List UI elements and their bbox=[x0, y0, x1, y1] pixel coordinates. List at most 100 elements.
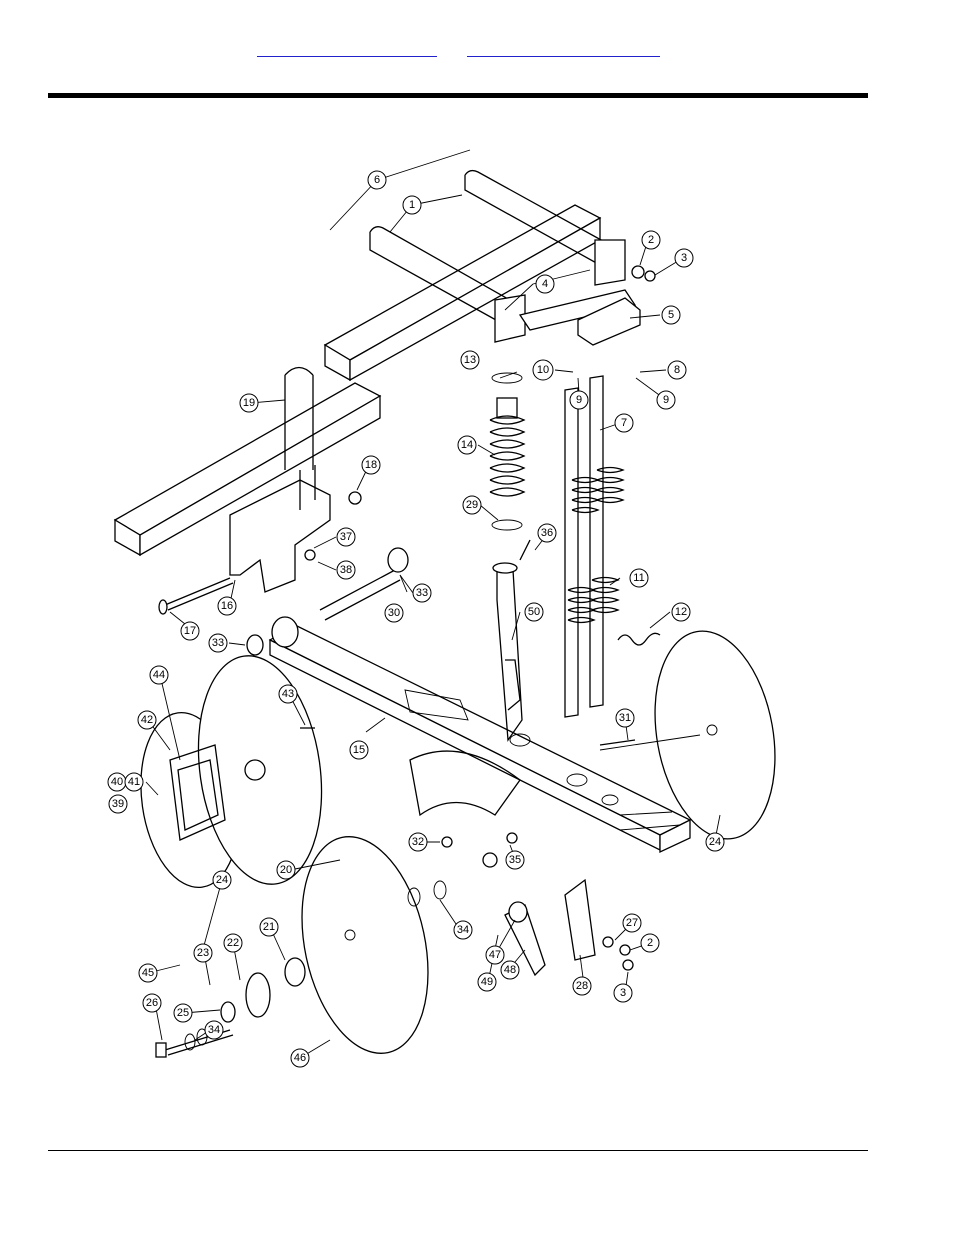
callout-2: 2 bbox=[640, 933, 660, 953]
svg-text:7: 7 bbox=[621, 417, 627, 429]
callout-28: 28 bbox=[572, 976, 592, 996]
callout-23: 23 bbox=[193, 943, 213, 963]
svg-text:1: 1 bbox=[409, 199, 415, 211]
callout-8: 8 bbox=[667, 360, 687, 380]
clamp-plate bbox=[494, 239, 637, 343]
callout-17: 17 bbox=[180, 621, 200, 641]
svg-text:33: 33 bbox=[416, 587, 428, 599]
callout-16: 16 bbox=[217, 596, 237, 616]
callout-44: 44 bbox=[149, 665, 169, 685]
callouts: 1 2 2 3 3 4 5 6 7 8 9 9 10 11 12 13 14 1… bbox=[107, 170, 725, 1068]
callout-30: 30 bbox=[384, 603, 404, 623]
callout-24: 24 bbox=[705, 832, 725, 852]
callout-35: 35 bbox=[505, 850, 525, 870]
svg-text:25: 25 bbox=[177, 1007, 189, 1019]
svg-text:8: 8 bbox=[674, 364, 680, 376]
svg-text:18: 18 bbox=[365, 459, 377, 471]
toolbar-tube-upper bbox=[323, 204, 602, 382]
callout-42: 42 bbox=[137, 710, 157, 730]
svg-text:44: 44 bbox=[153, 669, 165, 681]
callout-9: 9 bbox=[569, 390, 589, 410]
toolbar-tube-lower bbox=[113, 382, 382, 557]
svg-text:35: 35 bbox=[509, 854, 521, 866]
svg-text:5: 5 bbox=[668, 309, 674, 321]
svg-text:45: 45 bbox=[142, 967, 154, 979]
callout-4: 4 bbox=[535, 274, 555, 294]
svg-text:32: 32 bbox=[412, 836, 424, 848]
callout-34: 34 bbox=[204, 1020, 224, 1040]
callout-38: 38 bbox=[336, 560, 356, 580]
top-rule bbox=[48, 93, 868, 98]
callout-7: 7 bbox=[614, 413, 634, 433]
svg-text:16: 16 bbox=[221, 600, 233, 612]
callout-9: 9 bbox=[656, 390, 676, 410]
callout-34: 34 bbox=[453, 920, 473, 940]
svg-text:17: 17 bbox=[184, 625, 196, 637]
callout-29: 29 bbox=[462, 495, 482, 515]
u-bolt-upper bbox=[369, 169, 613, 326]
callout-6: 6 bbox=[367, 170, 387, 190]
seed-boot bbox=[409, 750, 596, 977]
callout-24: 24 bbox=[212, 870, 232, 890]
svg-text:9: 9 bbox=[663, 394, 669, 406]
shank bbox=[492, 562, 523, 742]
main-arm bbox=[268, 616, 692, 854]
svg-text:41: 41 bbox=[128, 776, 140, 788]
callout-33: 33 bbox=[208, 633, 228, 653]
callout-41: 41 bbox=[124, 772, 144, 792]
svg-text:46: 46 bbox=[294, 1052, 306, 1064]
svg-text:4: 4 bbox=[542, 278, 548, 290]
svg-text:19: 19 bbox=[243, 397, 255, 409]
callout-21: 21 bbox=[259, 917, 279, 937]
callout-27: 27 bbox=[622, 913, 642, 933]
pivot-shaft bbox=[246, 547, 409, 656]
svg-text:39: 39 bbox=[112, 798, 124, 810]
callout-25: 25 bbox=[173, 1003, 193, 1023]
header-link-left[interactable] bbox=[257, 40, 437, 57]
svg-text:34: 34 bbox=[208, 1024, 220, 1036]
callout-14: 14 bbox=[457, 435, 477, 455]
svg-text:31: 31 bbox=[619, 712, 631, 724]
callout-32: 32 bbox=[408, 832, 428, 852]
svg-text:2: 2 bbox=[648, 234, 654, 246]
spring-straps bbox=[564, 375, 661, 718]
svg-text:24: 24 bbox=[216, 874, 228, 886]
svg-text:27: 27 bbox=[626, 917, 638, 929]
callout-33: 33 bbox=[412, 583, 432, 603]
svg-text:20: 20 bbox=[280, 864, 292, 876]
svg-text:38: 38 bbox=[340, 564, 352, 576]
callout-3: 3 bbox=[674, 248, 694, 268]
callout-5: 5 bbox=[661, 305, 681, 325]
svg-text:28: 28 bbox=[576, 980, 588, 992]
svg-text:42: 42 bbox=[141, 714, 153, 726]
callout-13: 13 bbox=[460, 350, 480, 370]
svg-text:13: 13 bbox=[464, 354, 476, 366]
header-link-right[interactable] bbox=[467, 40, 660, 57]
bolt-long bbox=[158, 577, 234, 615]
callout-43: 43 bbox=[278, 684, 298, 704]
disc-right bbox=[599, 630, 776, 840]
callout-20: 20 bbox=[276, 860, 296, 880]
callout-12: 12 bbox=[671, 602, 691, 622]
svg-text:2: 2 bbox=[647, 937, 653, 949]
callout-31: 31 bbox=[615, 708, 635, 728]
gauge-wheel bbox=[140, 655, 323, 889]
callout-36: 36 bbox=[537, 523, 557, 543]
svg-text:47: 47 bbox=[489, 949, 501, 961]
callout-49: 49 bbox=[477, 972, 497, 992]
callout-40: 40 bbox=[107, 772, 127, 792]
callout-19: 19 bbox=[239, 393, 259, 413]
callout-37: 37 bbox=[336, 527, 356, 547]
svg-text:33: 33 bbox=[212, 637, 224, 649]
hardware bbox=[300, 265, 656, 971]
closing-disc bbox=[155, 836, 447, 1058]
svg-text:6: 6 bbox=[374, 174, 380, 186]
svg-text:23: 23 bbox=[197, 947, 209, 959]
callout-18: 18 bbox=[361, 455, 381, 475]
svg-text:9: 9 bbox=[576, 394, 582, 406]
callout-50: 50 bbox=[524, 602, 544, 622]
callout-46: 46 bbox=[290, 1048, 310, 1068]
svg-text:30: 30 bbox=[388, 607, 400, 619]
svg-text:11: 11 bbox=[633, 572, 644, 584]
